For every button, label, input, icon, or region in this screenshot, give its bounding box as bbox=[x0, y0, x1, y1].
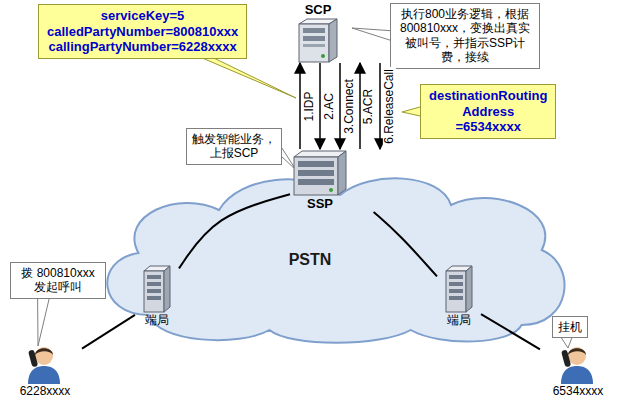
icon-holder bbox=[8, 344, 82, 384]
server-icon bbox=[295, 18, 341, 64]
signal-label: 1.IDP bbox=[302, 89, 315, 123]
node-label: 端局 bbox=[135, 313, 179, 327]
caller-phone: 6228xxxx bbox=[8, 344, 82, 400]
local-exchange: 端局 bbox=[437, 265, 481, 337]
node-label: SSP bbox=[290, 196, 350, 212]
scp-node: SCP bbox=[290, 2, 386, 62]
callout-tail bbox=[38, 297, 50, 346]
exchange-icon bbox=[443, 265, 475, 313]
trigger-callout: 触发智能业务，上报SCP bbox=[186, 128, 282, 165]
signal-label: 6.ReleaseCall bbox=[383, 67, 396, 146]
signal-arrow bbox=[379, 63, 381, 149]
callout-text: destinationRouting Address =6534xxxx bbox=[429, 88, 547, 135]
callout-tail bbox=[352, 28, 392, 41]
switch-icon bbox=[291, 150, 349, 196]
signal-arrow bbox=[299, 63, 301, 149]
telephone-user-icon bbox=[555, 344, 601, 384]
signal-arrow bbox=[359, 63, 361, 149]
hangup-callout: 挂机 bbox=[552, 316, 588, 338]
logic-callout: 执行800业务逻辑，根据800810xxx，变换出真实被叫号，并指示SSP计费，… bbox=[390, 3, 540, 69]
dial-callout: 拨 800810xxx 发起呼叫 bbox=[10, 262, 106, 299]
callout-text: 触发智能业务，上报SCP bbox=[192, 132, 276, 161]
callout-tail bbox=[402, 106, 422, 116]
trunk-line bbox=[82, 315, 135, 349]
signal-label: 3.Connect bbox=[342, 77, 355, 136]
icon-holder bbox=[540, 344, 616, 384]
network-label: PSTN bbox=[289, 240, 372, 269]
local-exchange: 端局 bbox=[135, 265, 179, 337]
callout-tail bbox=[199, 57, 296, 98]
routing-callout: destinationRouting Address =6534xxxx bbox=[420, 84, 556, 139]
node-label: 6228xxxx bbox=[8, 384, 82, 398]
signal-arrow bbox=[319, 63, 321, 149]
callee-phone: 6534xxxx bbox=[540, 344, 616, 400]
signal-label: 5.ACR bbox=[363, 86, 376, 125]
callout-text: serviceKey=5 calledPartyNumber=800810xxx… bbox=[47, 8, 238, 55]
callout-text: 执行800业务逻辑，根据800810xxx，变换出真实被叫号，并指示SSP计费，… bbox=[396, 7, 534, 65]
signal-label: 2.AC bbox=[323, 91, 336, 122]
callout-text: 拨 800810xxx 发起呼叫 bbox=[16, 266, 100, 295]
node-label: 端局 bbox=[437, 313, 481, 327]
icon-holder bbox=[437, 265, 481, 313]
node-label: SCP bbox=[290, 2, 346, 18]
parameter-callout: serviceKey=5 calledPartyNumber=800810xxx… bbox=[38, 4, 247, 59]
icon-holder bbox=[135, 265, 179, 313]
exchange-icon bbox=[141, 265, 173, 313]
telephone-user-icon bbox=[22, 344, 68, 384]
signal-arrow bbox=[339, 63, 341, 149]
ssp-node: SSP bbox=[290, 150, 386, 212]
icon-holder bbox=[290, 150, 350, 196]
callout-text: 挂机 bbox=[558, 320, 582, 334]
node-label: 6534xxxx bbox=[540, 384, 616, 398]
icon-holder bbox=[290, 18, 346, 64]
